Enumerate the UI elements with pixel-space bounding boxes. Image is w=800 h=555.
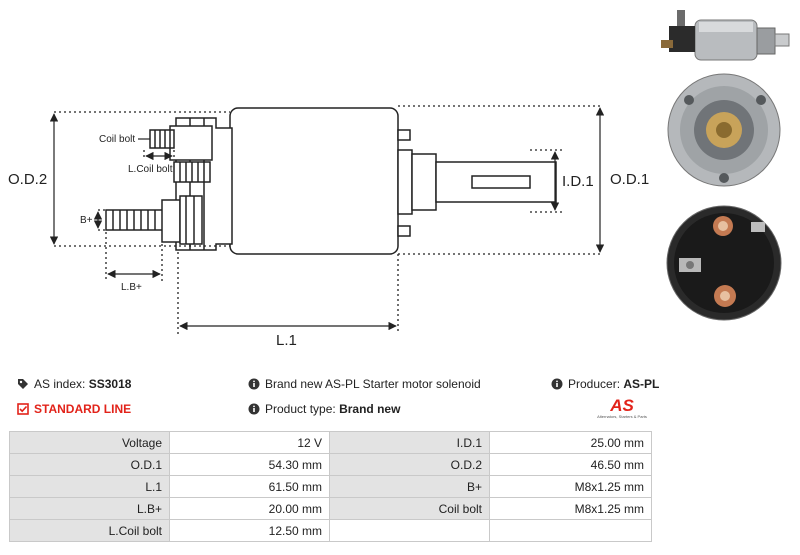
spec-key: Voltage xyxy=(9,431,170,454)
product-photo-side xyxy=(661,10,790,61)
product-type: Product type: Brand new xyxy=(248,402,400,416)
spec-key: L.Coil bolt xyxy=(9,519,170,542)
spec-key: O.D.2 xyxy=(329,453,490,476)
spec-key xyxy=(329,519,490,542)
spec-value: 46.50 mm xyxy=(489,453,652,476)
spec-value: 12 V xyxy=(169,431,330,454)
info-icon xyxy=(248,403,260,415)
spec-key: Coil bolt xyxy=(329,497,490,520)
label-l1: L.1 xyxy=(276,332,297,349)
tag-icon xyxy=(18,379,28,389)
label-od1: O.D.1 xyxy=(610,171,649,188)
spec-value: M8x1.25 mm xyxy=(489,475,652,498)
spec-value: 25.00 mm xyxy=(489,431,652,454)
spec-value: 54.30 mm xyxy=(169,453,330,476)
technical-drawing: O.D.2 O.D.1 I.D.1 L.1 Coil bolt L.Coil b… xyxy=(8,105,649,349)
product-photo-front xyxy=(667,73,781,187)
producer: Producer: AS-PL xyxy=(551,377,659,391)
label-id1: I.D.1 xyxy=(562,173,594,190)
description: Brand new AS-PL Starter motor solenoid xyxy=(248,377,481,391)
spec-value: M8x1.25 mm xyxy=(489,497,652,520)
spec-key: O.D.1 xyxy=(9,453,170,476)
label-od2: O.D.2 xyxy=(8,171,47,188)
spec-value xyxy=(489,519,652,542)
label-coil-bolt: Coil bolt xyxy=(99,134,135,145)
spec-value: 61.50 mm xyxy=(169,475,330,498)
as-pl-logo: AS Alternators, Starters & Parts xyxy=(592,397,652,423)
spec-key: B+ xyxy=(329,475,490,498)
producer-value: AS-PL xyxy=(623,377,660,391)
spec-key: I.D.1 xyxy=(329,431,490,454)
info-icon xyxy=(248,378,260,390)
standard-line: STANDARD LINE xyxy=(17,402,131,416)
info-icon xyxy=(551,378,563,390)
as-index-label: AS index: xyxy=(34,377,86,391)
logo-mark: AS xyxy=(610,396,634,415)
description-text: Brand new AS-PL Starter motor solenoid xyxy=(265,377,481,391)
as-index: AS index: SS3018 xyxy=(17,377,131,391)
producer-label: Producer: xyxy=(568,377,621,391)
label-l-b-plus: L.B+ xyxy=(121,282,142,293)
checkbox-icon xyxy=(17,403,29,415)
standard-line-label: STANDARD LINE xyxy=(34,402,132,416)
spec-key: L.B+ xyxy=(9,497,170,520)
spec-value: 20.00 mm xyxy=(169,497,330,520)
as-index-value: SS3018 xyxy=(88,377,132,391)
spec-value: 12.50 mm xyxy=(169,519,330,542)
product-type-value: Brand new xyxy=(339,402,401,416)
label-l-coil-bolt: L.Coil bolt xyxy=(128,164,173,175)
logo-tagline: Alternators, Starters & Parts xyxy=(597,414,647,419)
product-type-label: Product type: xyxy=(265,402,336,416)
label-b-plus: B+ xyxy=(80,215,93,226)
spec-key: L.1 xyxy=(9,475,170,498)
product-photo-rear xyxy=(666,205,782,321)
